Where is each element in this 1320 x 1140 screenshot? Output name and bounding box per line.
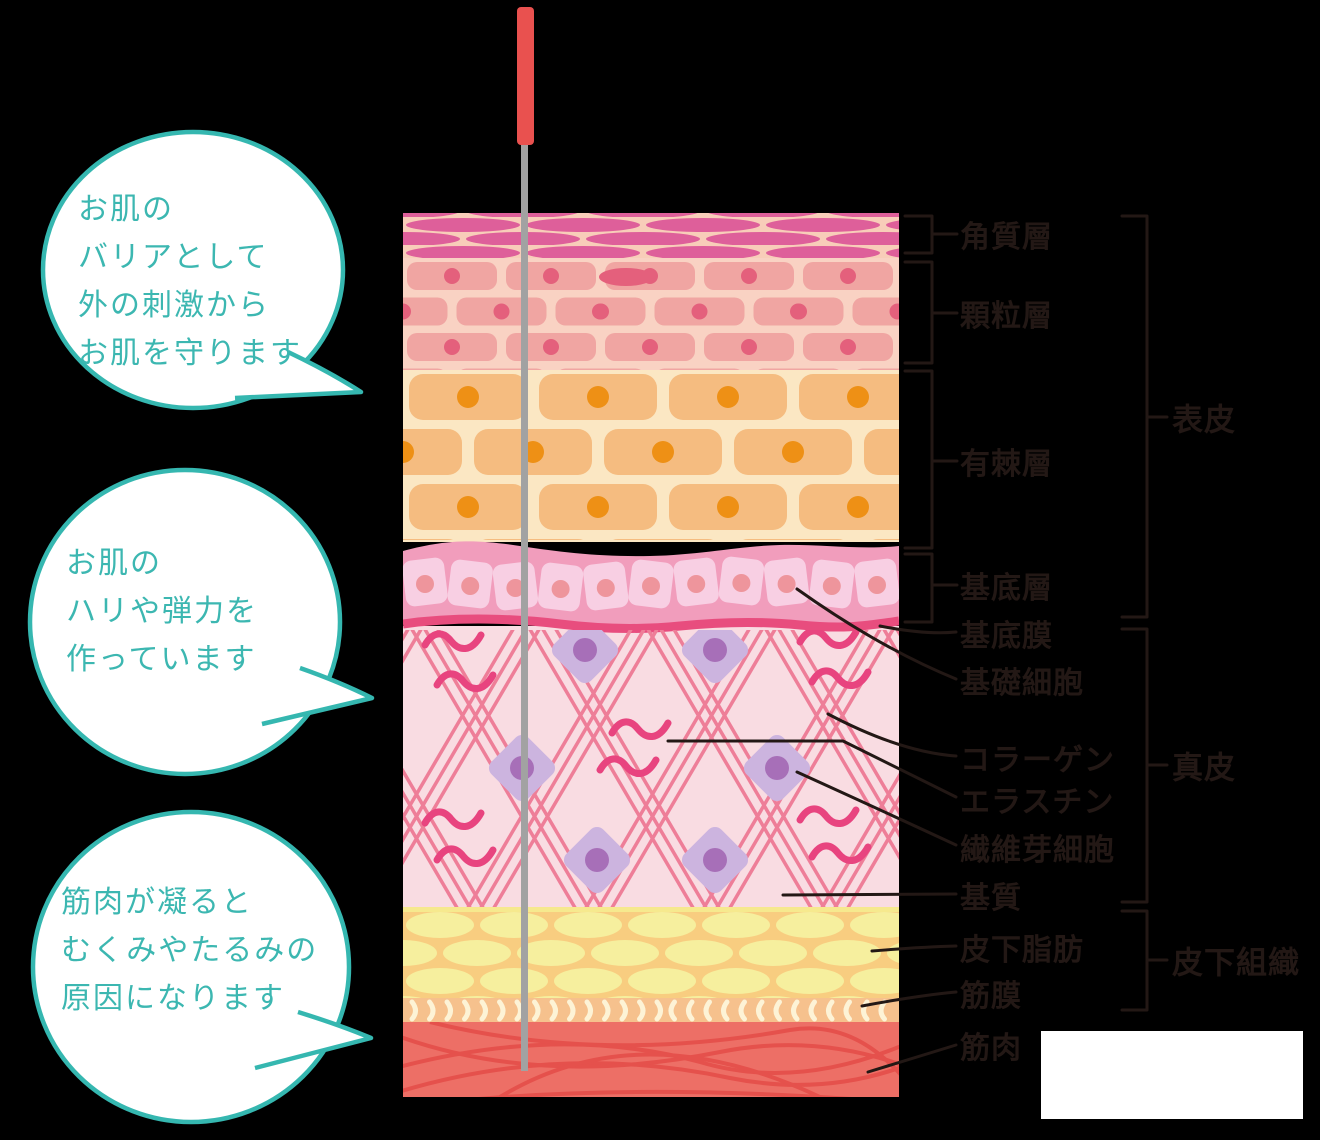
bubble-line: お肌の bbox=[66, 547, 162, 580]
label-subcutaneous-tissue: 皮下組織 bbox=[1172, 945, 1300, 981]
speech-bubble-1-shape bbox=[40, 129, 364, 411]
collagen-fibers bbox=[403, 630, 899, 907]
label-stratum-corneum: 角質層 bbox=[960, 221, 1053, 254]
label-epidermis: 表皮 bbox=[1172, 402, 1236, 438]
basal-layer bbox=[403, 541, 899, 633]
bubble-line: お肌を守ります bbox=[78, 337, 302, 370]
lamellar-granule bbox=[599, 268, 653, 286]
bubble-line: バリアとして bbox=[78, 241, 269, 274]
bubble-line: 筋肉が凝ると bbox=[61, 886, 253, 919]
basement-membrane-line bbox=[403, 614, 899, 633]
needle bbox=[517, 7, 534, 1071]
label-collagen: コラーゲン bbox=[960, 744, 1115, 777]
speech-bubble-2-shape bbox=[27, 467, 375, 777]
spinous-layer bbox=[403, 370, 899, 542]
speech-bubble-3-shape bbox=[30, 809, 374, 1125]
annotation-lines bbox=[666, 214, 1169, 1074]
label-muscle: 筋肉 bbox=[960, 1032, 1022, 1065]
label-basal-cells: 基礎細胞 bbox=[960, 667, 1084, 700]
muscle-layer bbox=[403, 1022, 899, 1097]
label-dermis: 真皮 bbox=[1172, 750, 1236, 786]
bubble-line: 外の刺激から bbox=[78, 289, 270, 322]
label-basement-membrane: 基底膜 bbox=[960, 620, 1053, 653]
white-panel bbox=[1041, 1031, 1303, 1119]
needle-handle bbox=[517, 7, 534, 145]
stratum-corneum-layer bbox=[403, 213, 899, 258]
bubble-line: むくみやたるみの bbox=[61, 934, 319, 967]
label-fibroblast: 繊維芽細胞 bbox=[960, 834, 1115, 867]
label-elastin: エラスチン bbox=[960, 786, 1115, 819]
speech-bubble-1-text: お肌の バリアとして 外の刺激から お肌を守ります bbox=[78, 186, 302, 378]
speech-bubble-2-text: お肌の ハリや弾力を 作っています bbox=[66, 540, 258, 684]
bubble-line: お肌の bbox=[78, 193, 174, 226]
bubble-line: 作っています bbox=[66, 643, 257, 676]
subcutaneous-fat-layer bbox=[403, 907, 899, 998]
label-spinous-layer: 有棘層 bbox=[960, 448, 1053, 481]
needle-shaft bbox=[521, 144, 528, 1071]
skin-illustration bbox=[403, 213, 899, 1097]
label-subcutaneous-fat: 皮下脂肪 bbox=[960, 934, 1084, 967]
label-matrix: 基質 bbox=[960, 882, 1022, 915]
bubble-line: 原因になります bbox=[61, 982, 285, 1015]
elastin-fibers bbox=[421, 630, 872, 867]
granular-layer bbox=[403, 258, 899, 370]
fascia-layer bbox=[403, 998, 899, 1022]
label-granular-layer: 顆粒層 bbox=[960, 300, 1053, 333]
label-basal-layer: 基底層 bbox=[960, 572, 1053, 605]
label-fascia: 筋膜 bbox=[960, 980, 1022, 1013]
bubble-line: ハリや弾力を bbox=[66, 595, 258, 628]
speech-bubble-3-text: 筋肉が凝ると むくみやたるみの 原因になります bbox=[61, 879, 318, 1023]
